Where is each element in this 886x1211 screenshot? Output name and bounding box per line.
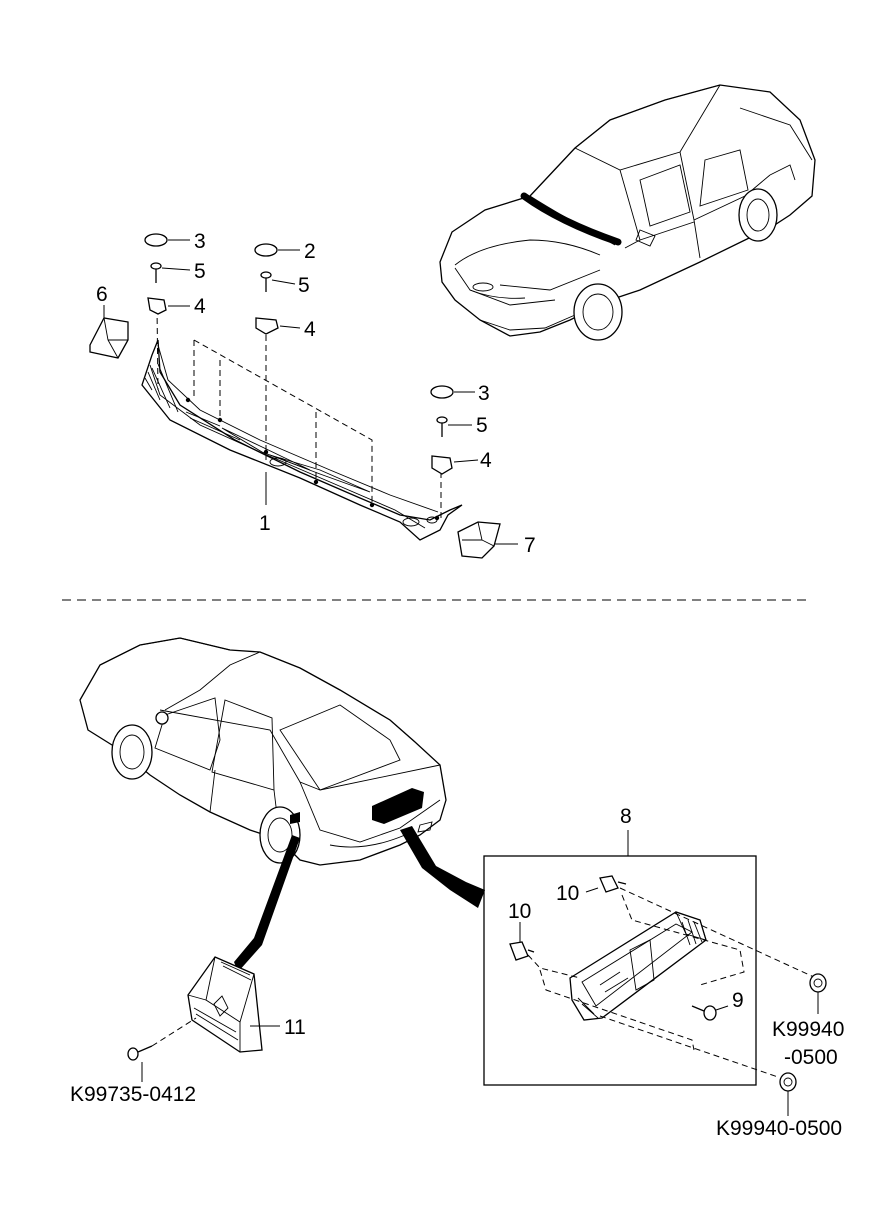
clip-4-left xyxy=(147,297,167,315)
nut-k99940-upper xyxy=(809,973,827,1014)
callout-10: 10 xyxy=(508,900,531,923)
license-lamp-assembly xyxy=(569,911,707,1021)
nut-k99940-lower xyxy=(779,1072,797,1116)
reference-lines xyxy=(156,307,442,520)
cowl-top-cover xyxy=(141,339,463,541)
callout-1: 1 xyxy=(259,512,271,535)
connector-band-left xyxy=(234,835,300,972)
callout-4: 4 xyxy=(480,449,492,472)
screw-5-mid xyxy=(260,271,272,292)
rear-plate-highlight xyxy=(372,788,424,824)
ventilator-11 xyxy=(187,956,263,1053)
car-front-view xyxy=(439,84,816,341)
part-number-k99940-line1: K99940 xyxy=(772,1018,844,1041)
callout-5: 5 xyxy=(194,260,206,283)
callout-8: 8 xyxy=(620,805,632,828)
callout-3: 3 xyxy=(478,382,490,405)
cap-2 xyxy=(254,243,278,257)
callout-10: 10 xyxy=(556,882,579,905)
seal-6 xyxy=(89,317,129,359)
screw-5-left xyxy=(150,262,162,283)
cowl-leader-lines xyxy=(103,239,518,545)
clip-4-mid xyxy=(255,317,279,335)
connector-band-right xyxy=(400,826,485,908)
cap-3-right xyxy=(430,385,454,399)
cap-3-left xyxy=(144,233,168,247)
callout-2: 2 xyxy=(304,240,316,263)
callout-3: 3 xyxy=(194,230,206,253)
part-number-k99940-0500: K99940-0500 xyxy=(716,1117,842,1140)
callout-9: 9 xyxy=(732,989,744,1012)
callout-5: 5 xyxy=(298,274,310,297)
callout-11: 11 xyxy=(284,1016,306,1039)
rear-section: 8 10 10 9 11 K99735-0412 K99940 -0500 K9… xyxy=(70,637,844,1140)
callout-5: 5 xyxy=(476,414,488,437)
bolt-k99735 xyxy=(127,1017,197,1082)
lamp-dashed-guides xyxy=(527,887,817,1078)
part-8-box xyxy=(483,855,757,1086)
callout-7: 7 xyxy=(524,534,536,557)
screw-5-right xyxy=(436,416,448,437)
car-rear-view xyxy=(79,637,447,866)
bulb-holder-10-left xyxy=(509,941,535,961)
part-number-k99735-0412: K99735-0412 xyxy=(70,1083,196,1106)
part-number-k99940-line2: -0500 xyxy=(784,1046,838,1069)
callout-4: 4 xyxy=(194,295,206,318)
callout-4: 4 xyxy=(304,318,316,341)
clip-4-right xyxy=(431,455,453,475)
cowl-highlight xyxy=(520,192,622,246)
screw-9 xyxy=(691,1005,729,1021)
cowl-section: 3 5 4 6 2 5 4 3 5 4 1 7 xyxy=(89,84,816,559)
callout-6: 6 xyxy=(96,283,108,306)
bulb-holder-10-top xyxy=(599,875,627,893)
